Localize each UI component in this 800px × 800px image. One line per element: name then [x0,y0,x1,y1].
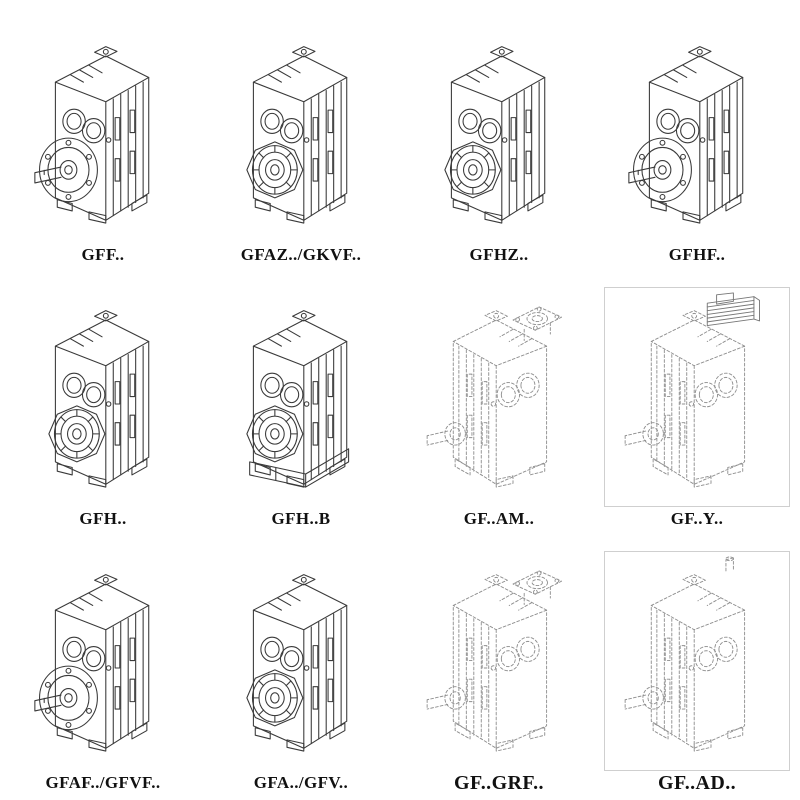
gearbox-drawing [407,552,591,770]
product-label: GFH.. [79,509,127,528]
product-cell-gfh-b: GFH..B [202,270,400,534]
product-label: GFHZ.. [469,245,529,264]
gearbox-drawing [407,288,591,506]
gearbox-line-art [215,556,387,766]
product-label: GFHF.. [668,245,726,264]
gearbox-line-art [215,28,387,238]
gearbox-drawing [605,24,789,242]
product-label: GF..AD.. [657,772,737,794]
gearbox-line-art-phantom [611,292,783,502]
gearbox-line-art-phantom [413,556,585,766]
product-label: GF..GRF.. [454,772,544,794]
gearbox-drawing [209,24,393,242]
gearbox-drawing [604,287,790,507]
gearbox-line-art [17,292,189,502]
product-cell-gfhf: GFHF.. [598,6,796,270]
product-cell-gfh: GFH.. [4,270,202,534]
product-cell-gf-am: GF..AM.. [400,270,598,534]
gearbox-drawing [604,551,790,771]
product-label: GFAZ../GKVF.. [240,245,362,264]
product-cell-gfa-gfv: GFA../GFV.. [202,534,400,798]
gearbox-drawing [209,552,393,770]
gearbox-drawing [11,552,195,770]
gearbox-line-art [611,28,783,238]
product-cell-gff: GFF.. [4,6,202,270]
gearbox-line-art [17,28,189,238]
product-cell-gfaz-gkvf: GFAZ../GKVF.. [202,6,400,270]
gearbox-drawing [11,24,195,242]
gearbox-line-art [17,556,189,766]
product-cell-gfaf-gfvf: GFAF../GFVF.. [4,534,202,798]
product-label: GFA../GFV.. [253,773,349,792]
gearbox-drawing [209,288,393,506]
gearbox-line-art [413,28,585,238]
product-label: GF..Y.. [670,509,724,528]
gearbox-drawing [11,288,195,506]
product-cell-gfhz: GFHZ.. [400,6,598,270]
gearbox-line-art [215,292,387,502]
product-label: GFF.. [81,245,125,264]
product-cell-gf-grf: GF..GRF.. [400,534,598,798]
product-cell-gf-ad: GF..AD.. [598,534,796,798]
gearbox-line-art-phantom [611,556,783,766]
product-label: GF..AM.. [463,509,535,528]
gearbox-drawing [407,24,591,242]
product-label: GFH..B [271,509,331,528]
product-cell-gf-y: GF..Y.. [598,270,796,534]
product-label: GFAF../GFVF.. [45,773,161,792]
gearbox-line-art-phantom [413,292,585,502]
